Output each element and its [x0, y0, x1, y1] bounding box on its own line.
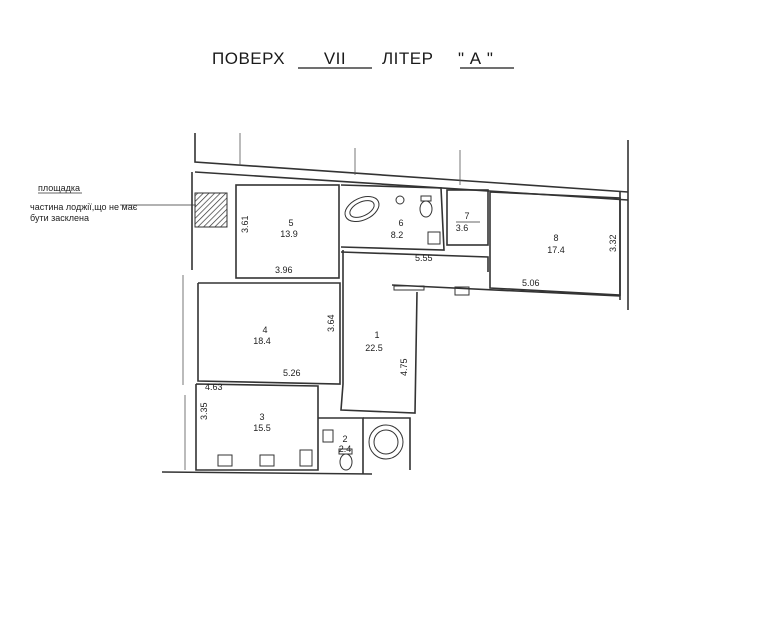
- legend-title: площадка: [38, 183, 80, 193]
- room-2-number: 2: [342, 434, 347, 444]
- wall-bottom-right: [363, 417, 411, 470]
- dim-room6-width: 5.55: [415, 253, 433, 263]
- stove-icon: [217, 454, 233, 467]
- floor-word: ПОВЕРХ: [212, 49, 285, 68]
- room-5-outline: [235, 184, 340, 279]
- room-6-outline: [340, 184, 445, 251]
- room-8-outline: [489, 191, 621, 296]
- room-7-number: 7: [464, 211, 469, 221]
- dim-room4-height: 3.64: [326, 314, 336, 332]
- room-1-area: 22.5: [365, 343, 383, 353]
- legend-line-1: частина лоджії,що не має: [30, 202, 138, 212]
- liter-word: ЛІТЕР: [382, 49, 433, 68]
- dim-room3-height: 3.35: [199, 402, 209, 420]
- room-8-area: 17.4: [547, 245, 565, 255]
- wall-bottom: [161, 471, 373, 475]
- dim-room1-height: 4.75: [399, 358, 409, 376]
- room-7-outline: [446, 189, 489, 246]
- shower-icon: [368, 424, 404, 460]
- room-3-area: 15.5: [253, 423, 271, 433]
- loggia-hatched-area: [194, 192, 228, 228]
- kitchen-sink-icon: [259, 454, 275, 467]
- sheet-header: ПОВЕРХ VII ЛІТЕР " А ": [212, 49, 514, 69]
- room-5-area: 13.9: [280, 229, 298, 239]
- toilet-2-icon: [339, 453, 353, 471]
- dimension-labels: 3.61 3.96 5.55 3.32 5.06 3.64 4.75 5.26 …: [199, 215, 618, 420]
- plan-walls: [161, 133, 629, 475]
- dim-room5-width: 3.96: [275, 265, 293, 275]
- legend-note: площадка частина лоджії,що не має бути з…: [30, 183, 196, 223]
- wall-corridor-6: [340, 251, 489, 272]
- entry-door-icon: [393, 285, 425, 291]
- room-3-outline: [195, 383, 319, 471]
- toilet-icon: [419, 200, 433, 218]
- room-4-outline: [197, 282, 341, 385]
- plan-fixtures: [217, 195, 470, 471]
- washbasin-icon: [322, 429, 334, 443]
- bathtub-icon: [344, 195, 380, 223]
- dim-room8-width: 5.06: [522, 278, 540, 288]
- room-2-area: 2.4: [339, 444, 352, 454]
- wall-top-outer: [194, 133, 629, 193]
- room-4-number: 4: [262, 325, 267, 335]
- room-3-number: 3: [259, 412, 264, 422]
- room-1-outline: [340, 250, 418, 414]
- vent-icon: [454, 286, 470, 296]
- floor-value: VII: [324, 49, 346, 68]
- room-5-number: 5: [288, 218, 293, 228]
- dim-room5-height: 3.61: [240, 215, 250, 233]
- room-7-area: 3.6: [456, 223, 469, 233]
- room-6-area: 8.2: [391, 230, 404, 240]
- room-4-area: 18.4: [253, 336, 271, 346]
- dim-room8-height: 3.32: [608, 234, 618, 252]
- liter-value: " А ": [458, 49, 493, 68]
- appliance-icon: [299, 449, 313, 467]
- room-labels: 5 13.9 6 8.2 7 3.6 8 17.4 4 18.4 1 22.5 …: [253, 211, 565, 454]
- cabinet-icon: [427, 231, 441, 245]
- room-8-number: 8: [553, 233, 558, 243]
- wall-corridor-low: [391, 284, 621, 297]
- dim-room4-width: 5.26: [283, 368, 301, 378]
- room-1-number: 1: [374, 330, 379, 340]
- sink-icon: [395, 195, 405, 205]
- room-6-number: 6: [398, 218, 403, 228]
- dim-room3-width: 4.63: [205, 382, 223, 392]
- legend-line-2: бути засклена: [30, 213, 89, 223]
